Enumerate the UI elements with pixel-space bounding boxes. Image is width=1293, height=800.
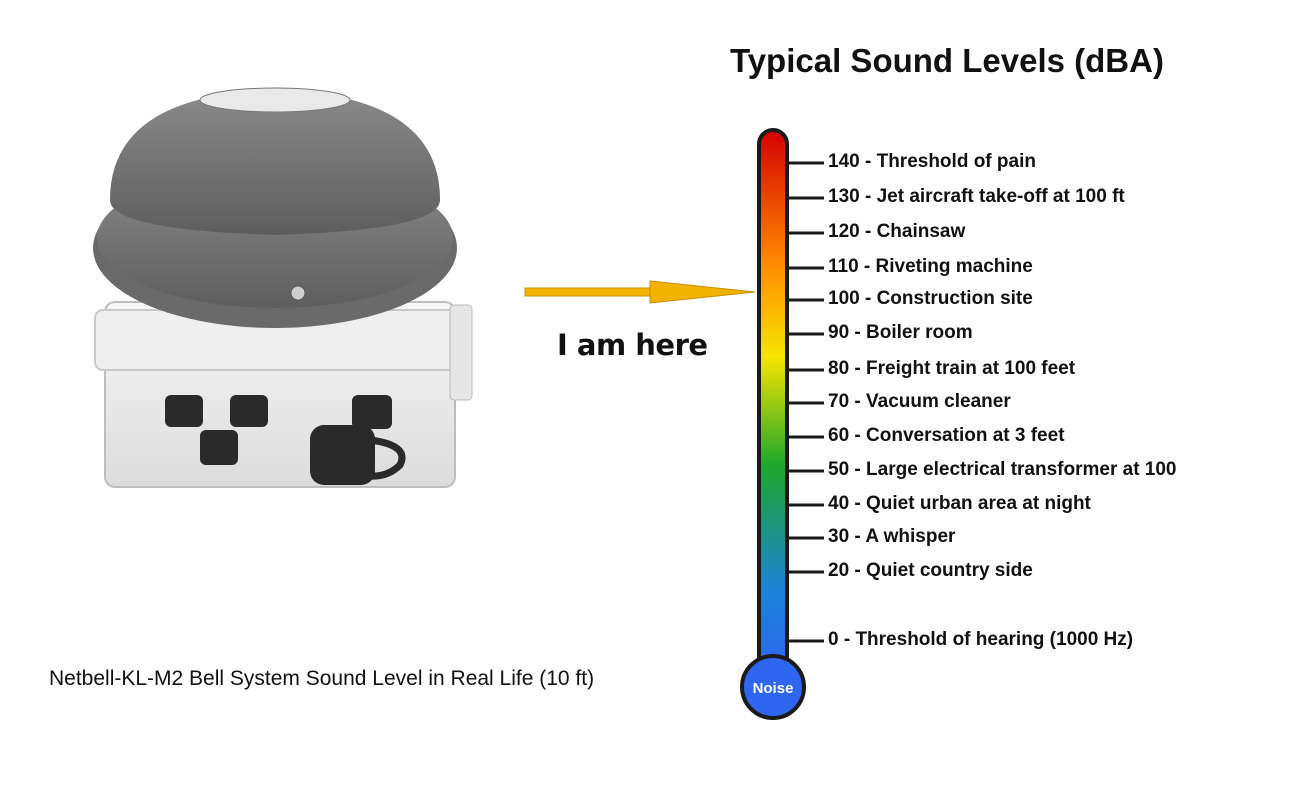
thermometer: Noise [740, 128, 824, 720]
scale-label: 80 - Freight train at 100 feet [828, 358, 1076, 379]
scale-label: 130 - Jet aircraft take-off at 100 ft [828, 186, 1125, 207]
scale-label: 0 - Threshold of hearing (1000 Hz) [828, 629, 1134, 650]
scale-label: 100 - Construction site [828, 288, 1033, 309]
scale-label: 90 - Boiler room [828, 322, 973, 343]
bell-device-image [93, 87, 473, 488]
scale-label: 40 - Quiet urban area at night [828, 493, 1091, 514]
scale-label: 50 - Large electrical transformer at 100 [828, 459, 1177, 480]
pointer-arrow [524, 280, 756, 304]
thermometer-bulb [740, 654, 806, 720]
chart-title: Typical Sound Levels (dBA) [730, 42, 1164, 79]
scale-label: 30 - A whisper [828, 526, 956, 547]
scale-label: 140 - Threshold of pain [828, 151, 1036, 172]
scale-label: 110 - Riveting machine [828, 256, 1033, 277]
caption: Netbell-KL-M2 Bell System Sound Level in… [49, 667, 595, 690]
scale-label: 120 - Chainsaw [828, 221, 966, 242]
scale-label: 20 - Quiet country side [828, 560, 1033, 581]
pointer-label: I am here [557, 328, 708, 362]
scale-label: 60 - Conversation at 3 feet [828, 425, 1065, 446]
scale-label: 70 - Vacuum cleaner [828, 391, 1011, 412]
thermometer-tube [757, 128, 789, 672]
bulb-label: Noise [753, 680, 794, 697]
